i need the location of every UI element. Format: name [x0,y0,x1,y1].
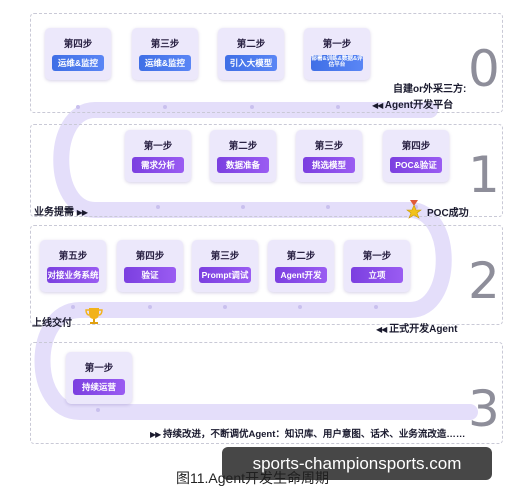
step-label: 第二步 [228,141,258,152]
phase-2-end-note: 上线交付 [32,318,72,329]
step-label: 第三步 [150,39,180,50]
step-label: 第五步 [58,251,88,262]
forward-arrows-icon: ▶▶ [150,430,161,439]
phase-2-section [30,225,503,325]
phase-1-card-2: 第二步 数据准备 [210,130,276,182]
phase-2-start-note: ◀◀ 正式开发Agent [376,320,457,335]
step-pill: Agent开发 [275,267,327,283]
rewind-arrows-icon: ◀◀ [372,101,383,110]
step-pill: 部署&训练&数据&评估平台 [311,55,363,71]
phase-0-card-2: 第二步 引入大模型 [218,28,284,80]
phase-3-number: 3 [468,380,500,438]
trophy-icon [85,308,103,324]
phase-0-section [30,13,503,113]
step-pill: 对接业务系统 [47,267,99,283]
phase-3-section [30,342,503,444]
step-label: 第四步 [401,141,431,152]
step-label: 第一步 [322,39,352,50]
phase-1-end-note: POC成功 [427,208,469,219]
step-label: 第四步 [135,251,165,262]
phase-1-card-3: 第三步 挑选模型 [296,130,362,182]
phase-2-card-1: 第一步 立项 [344,240,410,292]
step-pill: 验证 [124,267,176,283]
phase-2-start-text: 正式开发Agent [389,324,458,335]
step-pill: 挑选模型 [303,157,355,173]
step-label: 第三步 [210,251,240,262]
step-label: 第四步 [63,39,93,50]
phase-1-start-text: 业务提需 [34,207,74,218]
step-label: 第二步 [236,39,266,50]
rewind-arrows-icon: ◀◀ [376,325,387,334]
phase-2-card-4: 第四步 验证 [117,240,183,292]
step-label: 第二步 [286,251,316,262]
phase-1-section [30,124,503,217]
phase-2-card-2: 第二步 Agent开发 [268,240,334,292]
phase-0-note-1: 自建or外采三方: [393,84,467,95]
step-pill: 持续运营 [73,379,125,395]
phase-0-number: 0 [468,40,500,98]
step-pill: 立项 [351,267,403,283]
phase-0-card-4: 第四步 运维&监控 [45,28,111,80]
phase-0-note-2-text: Agent开发平台 [384,100,454,111]
step-pill: 数据准备 [217,157,269,173]
phase-0-card-3: 第三步 运维&监控 [132,28,198,80]
phase-1-card-1: 第一步 需求分析 [125,130,191,182]
step-label: 第一步 [143,141,173,152]
phase-0-note-2: ◀◀ Agent开发平台 [372,96,453,111]
phase-1-number: 1 [468,146,500,204]
phase-3-note-text: 持续改进，不断调优Agent：知识库、用户意图、话术、业务流改造…… [162,429,466,440]
step-label: 第三步 [314,141,344,152]
phase-2-card-5: 第五步 对接业务系统 [40,240,106,292]
step-label: 第一步 [84,363,114,374]
star-medal-icon [406,200,422,219]
step-pill: POC&验证 [390,157,442,173]
step-pill: 运维&监控 [52,55,104,71]
phase-3-card-1: 第一步 持续运营 [66,352,132,404]
step-pill: 引入大模型 [225,55,277,71]
step-pill: 需求分析 [132,157,184,173]
phase-1-card-4: 第四步 POC&验证 [383,130,449,182]
watermark: sports-championsports.com [222,447,492,480]
phase-2-card-3: 第三步 Prompt调试 [192,240,258,292]
phase-2-number: 2 [468,252,500,310]
step-pill: 运维&监控 [139,55,191,71]
phase-1-start-note: 业务提需 ▶▶ [34,203,88,218]
step-pill: Prompt调试 [199,267,251,283]
step-label: 第一步 [362,251,392,262]
forward-arrows-icon: ▶▶ [76,208,88,217]
phase-0-card-1: 第一步 部署&训练&数据&评估平台 [304,28,370,80]
phase-3-note: ▶▶ 持续改进，不断调优Agent：知识库、用户意图、话术、业务流改造…… [150,426,465,440]
